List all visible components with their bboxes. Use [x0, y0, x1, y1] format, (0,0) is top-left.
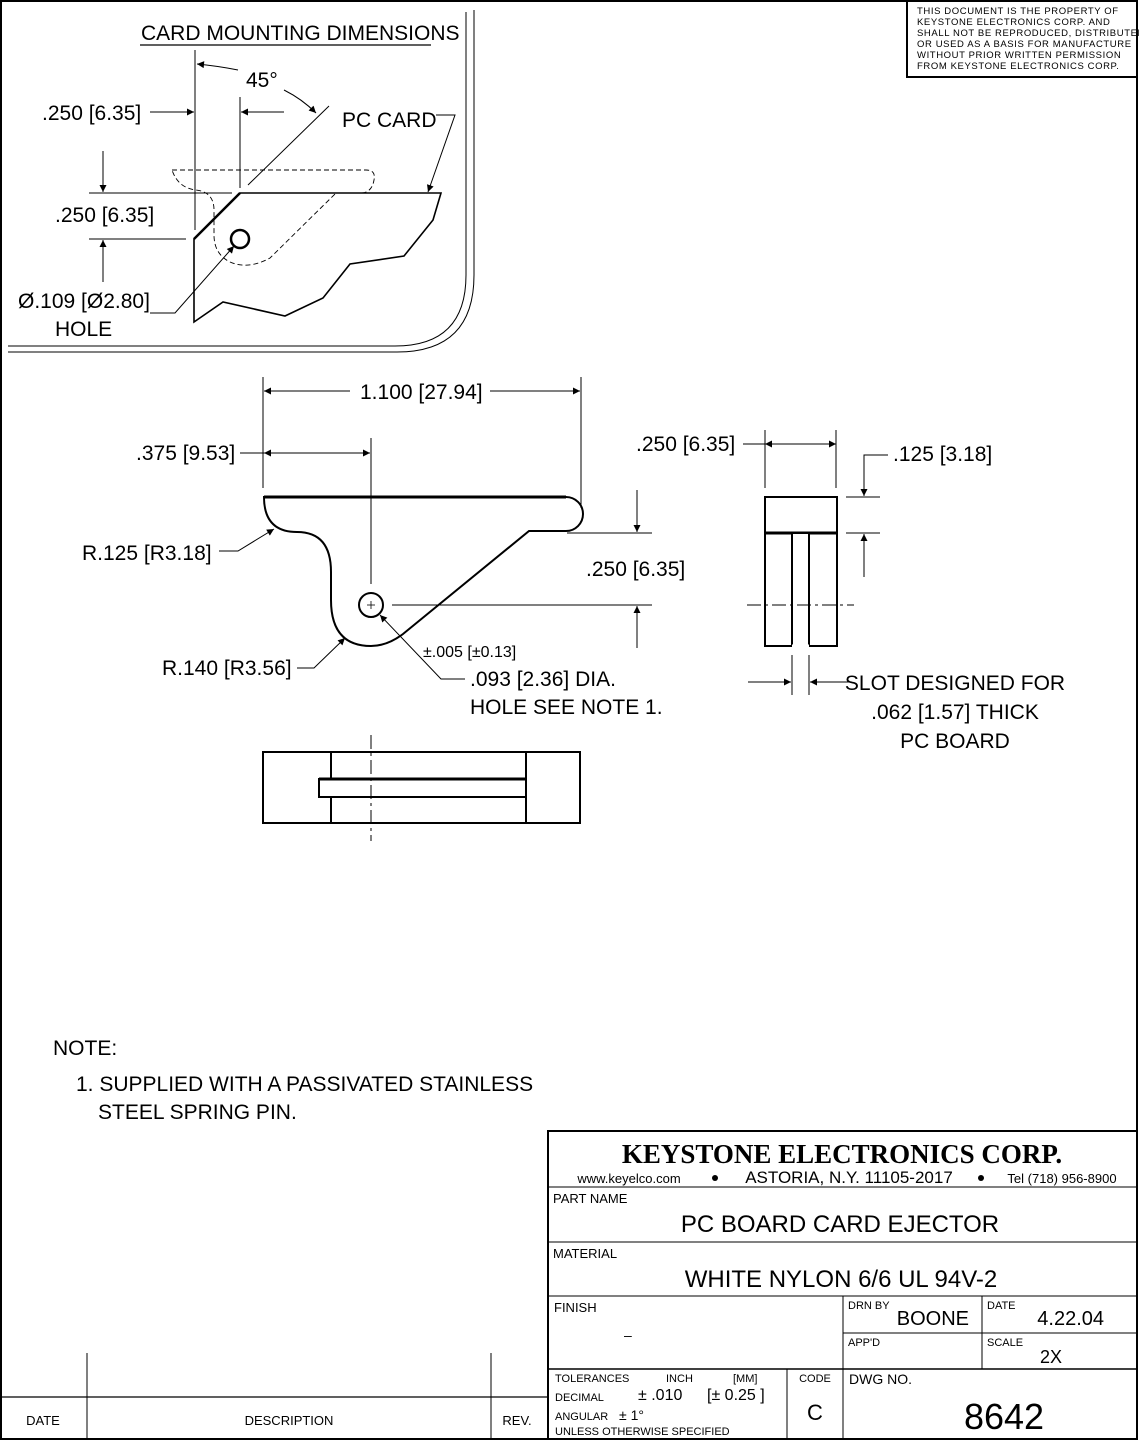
note-1-line1: 1. SUPPLIED WITH A PASSIVATED STAINLESS — [76, 1073, 533, 1096]
slot-note-line1: SLOT DESIGNED FOR — [845, 672, 1065, 695]
hole-callout-line2: HOLE SEE NOTE 1. — [470, 696, 663, 719]
ejector-ghost — [171, 169, 375, 266]
angular-tolerance: ± 1° — [619, 1407, 644, 1423]
top-radius-label: R.125 [R3.18] — [82, 542, 212, 565]
code-value: C — [807, 1400, 823, 1425]
part-name: PC BOARD CARD EJECTOR — [681, 1211, 999, 1238]
tolerances-label: TOLERANCES — [555, 1373, 629, 1385]
notice-line: FROM KEYSTONE ELECTRONICS CORP. — [917, 61, 1119, 72]
mounting-hole — [229, 228, 251, 250]
horizontal-offset-label: .250 [6.35] — [42, 102, 141, 125]
notes: NOTE: 1. SUPPLIED WITH A PASSIVATED STAI… — [53, 1037, 533, 1124]
end-view: .250 [6.35] .125 [3.18] SLOT DESIGNED FO… — [636, 430, 1065, 753]
slot — [791, 532, 810, 647]
slot-note-line3: PC BOARD — [900, 730, 1010, 753]
end-width-label: .250 [6.35] — [636, 433, 735, 456]
rev-header-rev: REV. — [502, 1413, 531, 1428]
ejector-profile — [262, 496, 584, 648]
pc-card-shape — [193, 192, 443, 324]
dwg-no-label: DWG NO. — [849, 1371, 912, 1387]
drawn-by: BOONE — [897, 1308, 969, 1330]
finish-value: – — [624, 1327, 632, 1343]
top-thickness-label: .125 [3.18] — [893, 443, 992, 466]
drawn-by-label: DRN BY — [848, 1300, 890, 1312]
scale-value: 2X — [1040, 1347, 1062, 1367]
slot-top — [318, 778, 527, 798]
pin-hole — [358, 592, 384, 618]
note-1-line2: STEEL SPRING PIN. — [98, 1101, 297, 1124]
bullet-icon — [978, 1175, 984, 1181]
title-block: KEYSTONE ELECTRONICS CORP. www.keyelco.c… — [547, 1130, 1138, 1440]
part-name-label: PART NAME — [553, 1191, 628, 1206]
company-address: ASTORIA, N.Y. 11105-2017 — [745, 1168, 953, 1187]
finish-label: FINISH — [554, 1300, 597, 1315]
hole-offset-label: .375 [9.53] — [136, 442, 235, 465]
bottom-radius-label: R.140 [R3.56] — [162, 657, 292, 680]
hole-tolerance-label: ±.005 [±0.13] — [423, 644, 516, 661]
revision-block: DATE DESCRIPTION REV. — [1, 1353, 548, 1439]
rev-header-date: DATE — [26, 1413, 60, 1428]
notes-heading: NOTE: — [53, 1037, 117, 1060]
hole-diameter-label: Ø.109 [Ø2.80] — [18, 290, 150, 313]
hole-callout-line1: .093 [2.36] DIA. — [470, 668, 616, 691]
date-value: 4.22.04 — [1037, 1308, 1104, 1330]
pc-card-label: PC CARD — [342, 109, 437, 132]
date-label: DATE — [987, 1300, 1016, 1312]
company-phone: Tel (718) 956-8900 — [1007, 1171, 1116, 1186]
angle-label: 45° — [246, 69, 278, 92]
code-label: CODE — [799, 1373, 831, 1385]
hole-label: HOLE — [55, 318, 112, 341]
notice-line: SHALL NOT BE REPRODUCED, DISTRIBUTED — [917, 28, 1139, 39]
inch-label: INCH — [666, 1373, 693, 1385]
vertical-offset-label: .250 [6.35] — [55, 204, 154, 227]
mm-label: [MM] — [733, 1373, 757, 1385]
rev-header-description: DESCRIPTION — [245, 1413, 334, 1428]
overall-length-label: 1.100 [27.94] — [360, 381, 483, 404]
notice-line: THIS DOCUMENT IS THE PROPERTY OF — [917, 6, 1119, 17]
company-website: www.keyelco.com — [576, 1171, 680, 1186]
top-view — [262, 735, 581, 841]
side-view: 1.100 [27.94] .375 [9.53] .250 [6.35] ±.… — [82, 377, 685, 719]
unless-specified-label: UNLESS OTHERWISE SPECIFIED — [555, 1426, 730, 1438]
proprietary-notice: THIS DOCUMENT IS THE PROPERTY OF KEYSTON… — [906, 0, 1139, 78]
material-label: MATERIAL — [553, 1246, 617, 1261]
detail-frame-inner — [8, 12, 467, 347]
hole-height-label: .250 [6.35] — [586, 558, 685, 581]
notice-line: KEYSTONE ELECTRONICS CORP. AND — [917, 17, 1110, 28]
card-mounting-detail: CARD MOUNTING DIMENSIONS 45° .250 [6.35]… — [8, 10, 475, 353]
decimal-label: DECIMAL — [555, 1392, 604, 1404]
notice-line: WITHOUT PRIOR WRITTEN PERMISSION — [917, 50, 1121, 61]
detail-frame-outer — [8, 10, 475, 353]
material: WHITE NYLON 6/6 UL 94V-2 — [685, 1266, 998, 1293]
detail-title: CARD MOUNTING DIMENSIONS — [141, 22, 460, 45]
company-name: KEYSTONE ELECTRONICS CORP. — [622, 1139, 1062, 1169]
decimal-mm-tolerance: [± 0.25 ] — [707, 1387, 765, 1404]
dwg-no: 8642 — [964, 1396, 1044, 1437]
decimal-inch-tolerance: ± .010 — [638, 1387, 682, 1404]
notice-line: OR USED AS A BASIS FOR MANUFACTURE — [917, 39, 1132, 50]
angular-label: ANGULAR — [555, 1411, 608, 1423]
slot-note-line2: .062 [1.57] THICK — [871, 701, 1039, 724]
bullet-icon — [712, 1175, 718, 1181]
approved-label: APP'D — [848, 1337, 880, 1349]
scale-label: SCALE — [987, 1337, 1023, 1349]
